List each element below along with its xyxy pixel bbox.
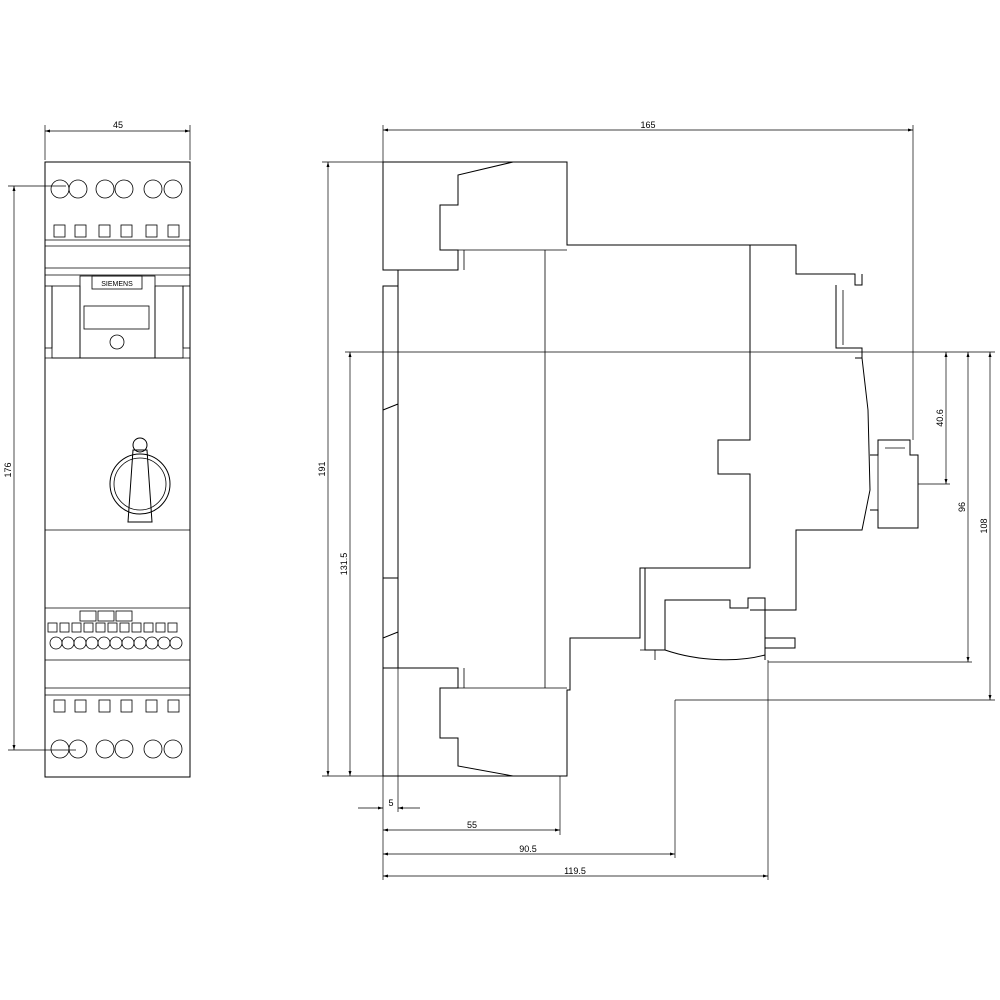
height-131-5-dimension: 131.5 — [339, 352, 352, 776]
front-width-dimension: 45 — [44, 120, 191, 160]
height-191-label: 191 — [317, 461, 327, 476]
front-height-dimension: 176 — [3, 185, 76, 751]
depth-119-5-dimension: 119.5 — [383, 660, 972, 880]
dim-108-label: 108 — [979, 518, 989, 533]
bottom-terminal-block — [383, 667, 514, 777]
dim-96-dimension: 96 — [957, 352, 970, 662]
side-housing-outline — [382, 161, 751, 777]
side-front-face — [750, 357, 871, 611]
rotary-switch-knob — [109, 437, 171, 523]
front-housing-outline — [44, 161, 191, 778]
front-width-label: 45 — [113, 120, 123, 130]
depth-165-dimension: 165 — [382, 120, 914, 440]
led-indicator — [109, 334, 125, 350]
dim-108-dimension: 108 — [979, 352, 992, 700]
side-view: 165 191 131.5 5 55 — [317, 120, 995, 880]
depth-90-5-dimension: 90.5 — [383, 699, 995, 858]
depth-90-5-label: 90.5 — [519, 844, 537, 854]
top-terminal-openings — [53, 224, 180, 238]
top-terminal-screws — [50, 179, 183, 199]
top-terminal-block — [383, 161, 567, 271]
offset-5-label: 5 — [388, 798, 393, 808]
upper-right-body — [750, 244, 863, 358]
offset-5-dimension: 5 — [358, 668, 420, 812]
din-rail-clip — [382, 286, 399, 668]
lower-module — [644, 568, 766, 661]
dim-96-label: 96 — [957, 502, 967, 512]
height-131-5-label: 131.5 — [339, 553, 349, 576]
side-knob — [870, 439, 919, 529]
depth-55-label: 55 — [467, 820, 477, 830]
display-window — [83, 305, 150, 330]
brand-plate — [91, 275, 143, 290]
lower-connector-pin — [765, 637, 796, 649]
bottom-terminal-screws — [50, 739, 183, 759]
front-height-label: 176 — [3, 462, 13, 477]
dim-40-6-dimension: 40.6 — [918, 352, 950, 485]
bottom-terminal-openings — [53, 699, 180, 713]
front-display-area: SIEMENS — [44, 275, 191, 359]
front-view: SIEMENS — [3, 120, 191, 778]
brand-logo: SIEMENS — [101, 281, 133, 288]
depth-55-dimension: 55 — [382, 776, 561, 880]
height-191-dimension: 191 — [317, 161, 513, 777]
control-terminal-strip — [47, 610, 183, 650]
depth-165-label: 165 — [640, 120, 655, 130]
depth-119-5-label: 119.5 — [564, 866, 586, 876]
dim-40-6-label: 40.6 — [935, 409, 945, 427]
